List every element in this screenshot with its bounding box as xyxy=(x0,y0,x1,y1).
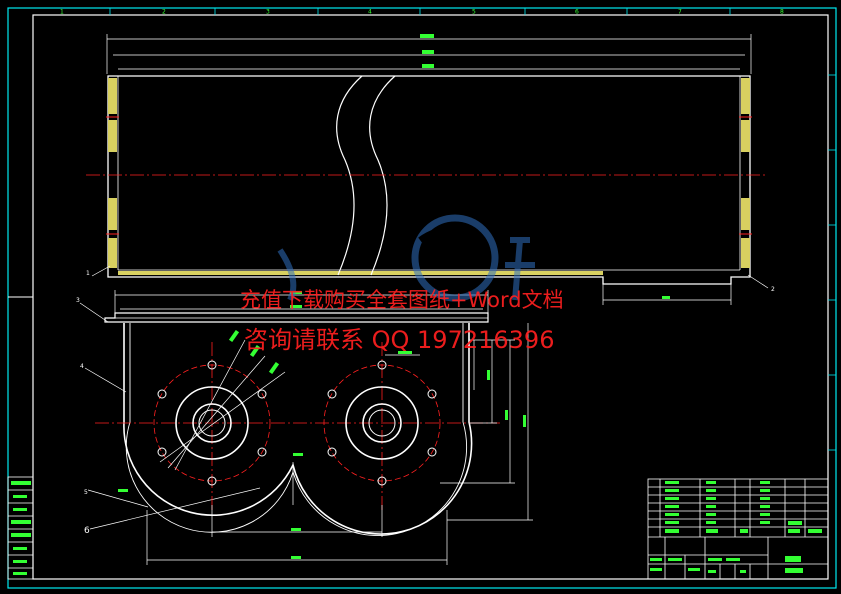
top-view-dimensions xyxy=(106,34,752,74)
left-bore-outer xyxy=(175,386,249,460)
right-bolt-circle xyxy=(323,364,441,482)
box-outline xyxy=(107,75,751,285)
callout-4: 4 xyxy=(80,363,84,370)
watermark-line-1: 充值下载购买全套图纸+Word文档 xyxy=(240,288,564,312)
left-bore-mid xyxy=(192,403,232,443)
logo-icon xyxy=(277,214,535,302)
watermark-line-2: 咨询请联系 QQ 197216396 xyxy=(244,326,555,354)
callout-1: 1 xyxy=(86,270,90,277)
end-wall-marks xyxy=(106,116,752,235)
zone-label-4: 4 xyxy=(368,9,372,16)
sheet-outer-border xyxy=(7,7,837,589)
callout-6: 6 xyxy=(84,526,90,536)
callout-2: 2 xyxy=(771,286,775,293)
right-bore-inner xyxy=(368,409,396,437)
right-bore-mid xyxy=(362,403,402,443)
left-bolt-holes xyxy=(157,360,267,486)
right-bolt-holes xyxy=(327,360,437,486)
zone-label-3: 3 xyxy=(266,9,270,16)
top-zone-labels: 1 2 3 4 5 6 7 8 xyxy=(60,9,784,16)
front-view-dim-labels xyxy=(118,291,526,559)
right-zone-ticks xyxy=(828,74,836,451)
front-view-dimensions xyxy=(114,290,533,565)
left-bore-inner xyxy=(198,409,226,437)
callout-5: 5 xyxy=(84,489,88,496)
callout-labels: 1 2 3 4 5 6 xyxy=(76,270,775,536)
zone-label-5: 5 xyxy=(472,9,476,16)
front-view xyxy=(95,290,533,565)
top-view xyxy=(86,34,766,305)
revision-column xyxy=(7,476,34,580)
zone-label-2: 2 xyxy=(162,9,166,16)
right-bore-outer xyxy=(345,386,419,460)
zone-label-1: 1 xyxy=(60,9,64,16)
top-zone-ticks xyxy=(109,8,731,15)
zone-label-8: 8 xyxy=(780,9,784,16)
top-view-dim-labels xyxy=(420,34,434,68)
left-bolt-circle xyxy=(153,364,271,482)
zone-label-7: 7 xyxy=(678,9,682,16)
housing-body-outer xyxy=(123,323,473,535)
zone-label-6: 6 xyxy=(575,9,579,16)
callout-3: 3 xyxy=(76,297,80,304)
diameter-leaders xyxy=(159,339,420,471)
title-block xyxy=(647,478,829,580)
end-wall-hatching xyxy=(108,78,750,275)
break-line-left xyxy=(336,75,363,276)
revision-column-marks xyxy=(11,481,31,575)
callout-leaders xyxy=(79,265,769,530)
title-block-text-marks xyxy=(650,481,822,573)
break-line-right xyxy=(369,75,396,276)
diameter-leader-labels xyxy=(228,329,412,456)
